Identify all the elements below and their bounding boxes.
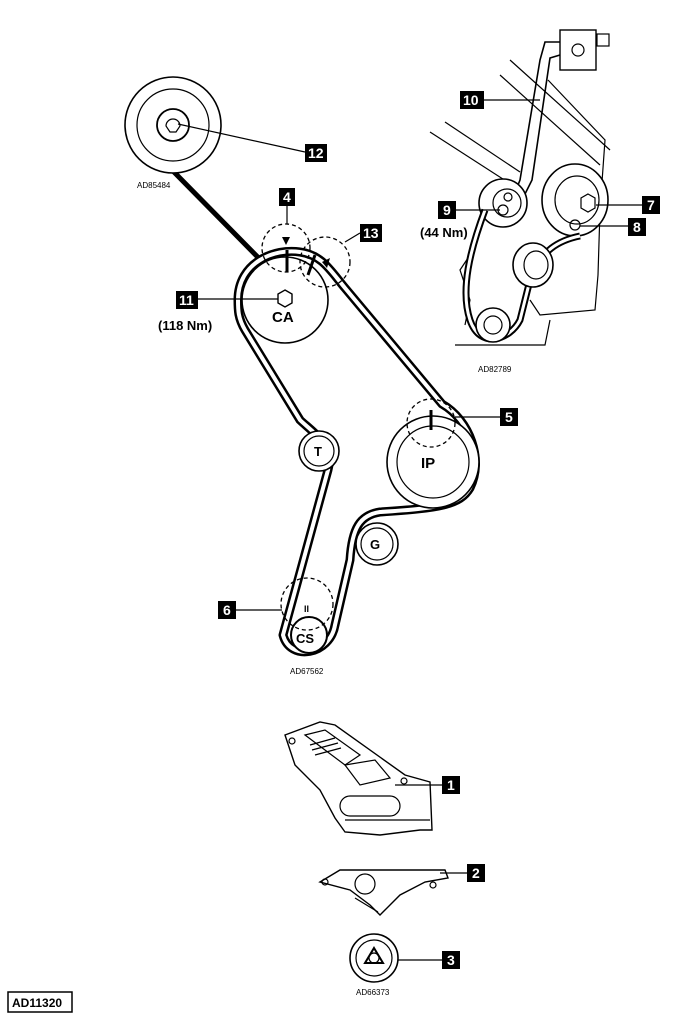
tensioner-pulley-label: T — [314, 444, 322, 459]
callout-13 — [360, 224, 382, 242]
tensioner-pulley: T — [298, 430, 340, 472]
crankshaft-pulley-label: CS — [296, 631, 314, 646]
callout-3 — [442, 951, 460, 969]
callout-7 — [642, 196, 660, 214]
callout-12 — [305, 144, 327, 162]
svg-text:5: 5 — [505, 409, 513, 425]
callout-11 — [176, 291, 198, 309]
svg-text:6: 6 — [223, 602, 231, 618]
ref-label-4: AD66373 — [356, 988, 390, 997]
callout-6 — [218, 601, 236, 619]
svg-text:4: 4 — [283, 189, 291, 205]
figure-id-box — [7, 991, 73, 1013]
timing-mark-circle-4 — [261, 223, 311, 273]
svg-text:8: 8 — [633, 219, 641, 235]
crank-pulley-part-3: AD66373 — [349, 933, 399, 997]
camshaft-bolt-icon — [277, 289, 293, 308]
figure-id: AD11320 — [12, 996, 62, 1010]
injection-pump-pulley-label: IP — [421, 455, 435, 472]
svg-text:9: 9 — [443, 202, 451, 218]
callout-1 — [442, 776, 460, 794]
svg-text:1: 1 — [447, 777, 455, 793]
svg-text:13: 13 — [363, 225, 379, 241]
ref-label-2: AD82789 — [478, 365, 512, 374]
tensioner-torque: (44 Nm) — [420, 225, 468, 240]
callout-10 — [460, 91, 484, 109]
svg-text:11: 11 — [179, 292, 194, 308]
ref-label-3: AD67562 — [290, 667, 324, 676]
svg-text:7: 7 — [647, 197, 655, 213]
callout-9 — [438, 201, 456, 219]
callout-2 — [467, 864, 485, 882]
guide-pulley-label: G — [370, 537, 380, 552]
timing-cover-part-1 — [284, 721, 433, 836]
svg-text:12: 12 — [308, 145, 324, 161]
arrow-icon — [282, 237, 290, 245]
svg-text:2: 2 — [472, 865, 480, 881]
crank-timing-mark: II — [304, 604, 309, 614]
svg-text:3: 3 — [447, 952, 455, 968]
arrow-icon — [322, 258, 330, 268]
crankshaft-pulley: CS II — [290, 604, 328, 654]
injection-pump-pulley: IP — [386, 410, 480, 509]
timing-mark-circle-5 — [406, 398, 456, 448]
camshaft-torque: (118 Nm) — [158, 318, 212, 333]
lower-cover-part-2 — [318, 869, 449, 916]
ref-label-1: AD85484 — [137, 181, 171, 190]
tensioner-detail: AD82789 — [429, 29, 611, 374]
timing-mark-circle-13 — [299, 236, 351, 288]
timing-mark-circle-6 — [280, 577, 334, 631]
guide-pulley: G — [355, 522, 399, 566]
camshaft-pulley-label: CA — [272, 309, 294, 326]
callout-5 — [500, 408, 518, 426]
callout-4 — [279, 188, 295, 206]
svg-text:10: 10 — [463, 92, 479, 108]
callout-8 — [628, 218, 646, 236]
